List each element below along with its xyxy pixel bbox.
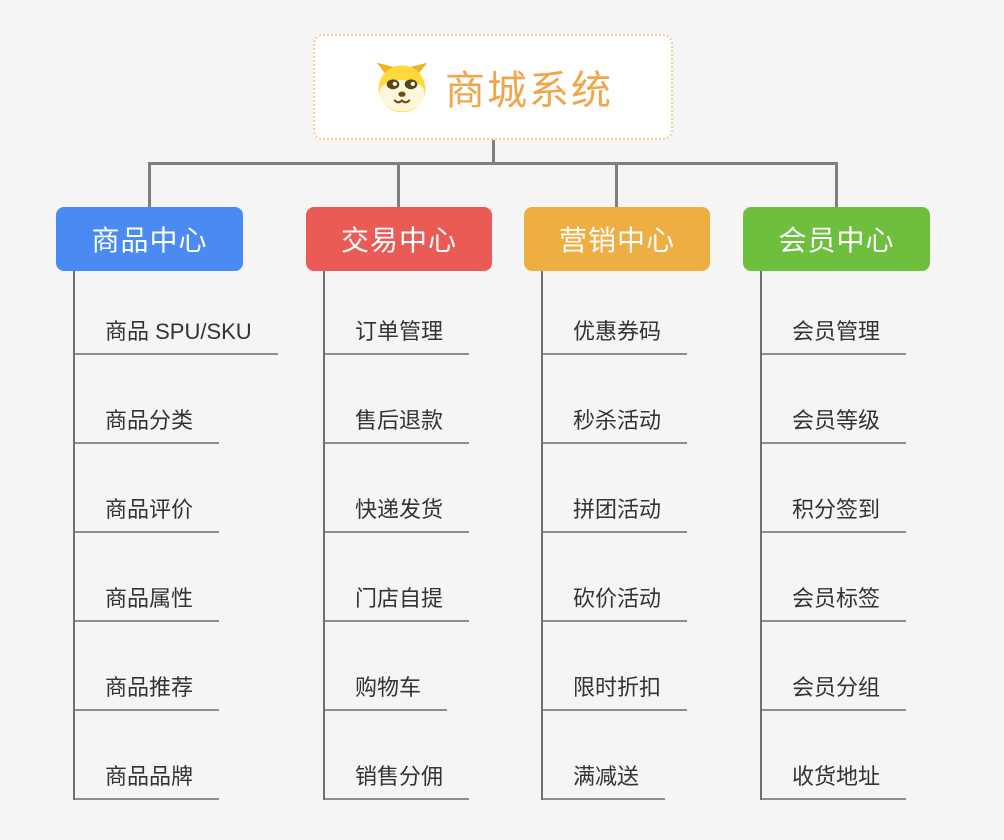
leaf-node[interactable]: 商品分类 [73,355,303,444]
branch-children-member-center: 会员管理 会员等级 积分签到 会员标签 会员分组 收货地址 [760,271,990,800]
branch-children-marketing-center: 优惠券码 秒杀活动 拼团活动 砍价活动 限时折扣 满减送 [541,271,771,800]
branch-children-trade-center: 订单管理 售后退款 快递发货 门店自提 购物车 销售分佣 [323,271,553,800]
branch-label: 营销中心 [558,225,675,256]
connector-root-stub [492,140,495,164]
leaf-node[interactable]: 商品属性 [73,533,303,622]
connector-drop-member [835,162,838,208]
connector-drop-marketing [615,162,618,208]
leaf-node[interactable]: 销售分佣 [323,711,553,800]
leaf-node[interactable]: 门店自提 [323,533,553,622]
branch-header-marketing-center[interactable]: 营销中心 [524,207,710,271]
leaf-node[interactable]: 订单管理 [323,271,553,355]
dog-face-icon [376,62,428,113]
branch-label: 交易中心 [340,225,457,256]
leaf-node[interactable]: 限时折扣 [541,622,771,711]
connector-bus [148,162,838,165]
root-title: 商城系统 [445,69,613,113]
leaf-node[interactable]: 会员管理 [760,271,990,355]
leaf-node[interactable]: 会员等级 [760,355,990,444]
leaf-node[interactable]: 拼团活动 [541,444,771,533]
branch-children-product-center: 商品 SPU/SKU 商品分类 商品评价 商品属性 商品推荐 商品品牌 [73,271,303,800]
leaf-node[interactable]: 购物车 [323,622,553,711]
leaf-node[interactable]: 会员标签 [760,533,990,622]
leaf-node[interactable]: 商品评价 [73,444,303,533]
leaf-node[interactable]: 商品推荐 [73,622,303,711]
leaf-node[interactable]: 快递发货 [323,444,553,533]
branch-label: 会员中心 [778,225,895,256]
leaf-node[interactable]: 商品 SPU/SKU [73,271,303,355]
leaf-node[interactable]: 售后退款 [323,355,553,444]
root-node-mall-system[interactable]: 商城系统 [313,34,673,140]
branch-header-trade-center[interactable]: 交易中心 [306,207,492,271]
leaf-node[interactable]: 积分签到 [760,444,990,533]
leaf-node[interactable]: 会员分组 [760,622,990,711]
leaf-node[interactable]: 满减送 [541,711,771,800]
branch-header-member-center[interactable]: 会员中心 [743,207,930,271]
leaf-node[interactable]: 砍价活动 [541,533,771,622]
branch-header-product-center[interactable]: 商品中心 [56,207,243,271]
leaf-node[interactable]: 商品品牌 [73,711,303,800]
leaf-node[interactable]: 收货地址 [760,711,990,800]
leaf-node[interactable]: 优惠券码 [541,271,771,355]
connector-drop-trade [397,162,400,208]
branch-label: 商品中心 [91,225,208,256]
connector-drop-product [148,162,151,208]
leaf-node[interactable]: 秒杀活动 [541,355,771,444]
